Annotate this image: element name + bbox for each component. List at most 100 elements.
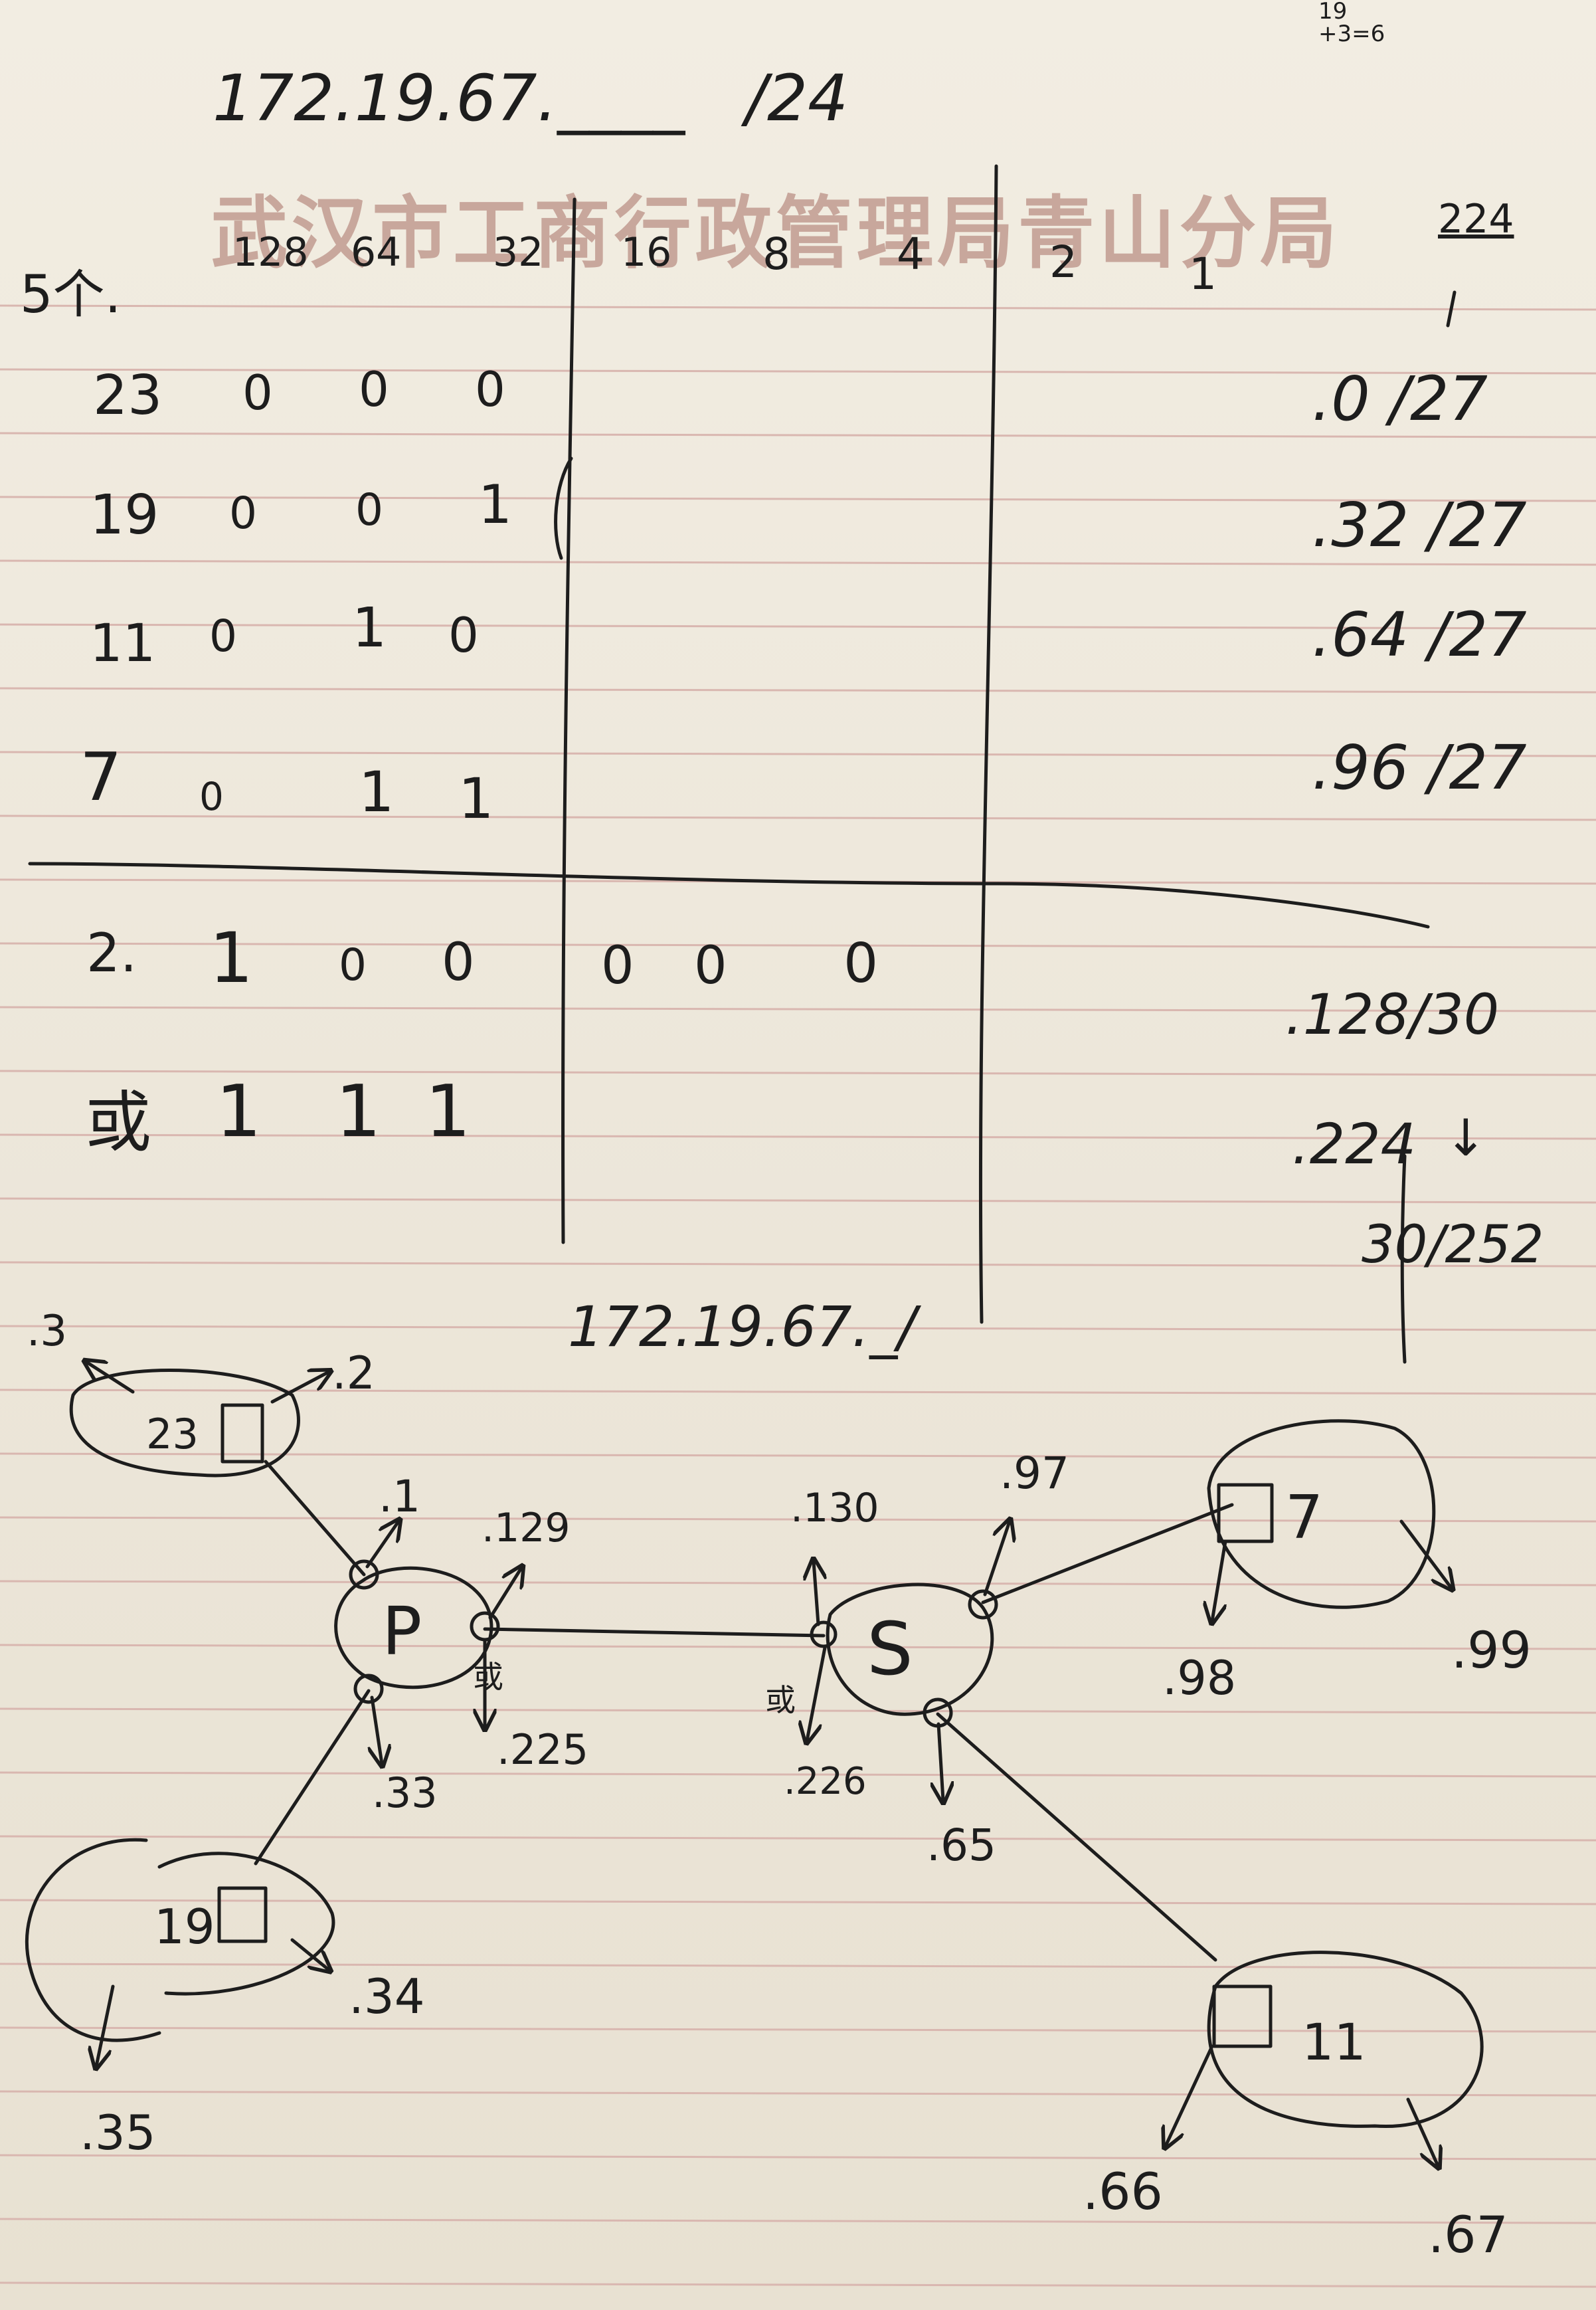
interface-port xyxy=(349,1559,379,1590)
ruled-line xyxy=(0,1261,1596,1268)
bit-cell: 0 xyxy=(242,365,273,421)
row-label-23: 23 xyxy=(93,364,163,427)
ruled-line xyxy=(0,1006,1596,1012)
bit-cell: 1 xyxy=(352,597,387,660)
bit-cell: 1 xyxy=(478,474,512,535)
ruled-line xyxy=(0,1389,1596,1395)
bit-cell: 0 xyxy=(339,939,367,991)
subnet-result: .0 /27 xyxy=(1312,363,1488,434)
network-7-ellipse xyxy=(1207,1419,1436,1609)
bit-header-32: 32 xyxy=(493,229,544,276)
link-p-s xyxy=(483,1627,826,1638)
mask-header: 224 xyxy=(1438,196,1514,242)
ruled-line xyxy=(0,559,1596,566)
arrow-if-129 xyxy=(488,1568,521,1620)
bit-cell: 1 xyxy=(458,766,494,831)
bit-cell: 1 xyxy=(209,917,254,999)
link-s-7 xyxy=(981,1503,1234,1604)
ruled-line xyxy=(0,1771,1596,1778)
blank-line: ____ xyxy=(557,61,685,136)
ruled-line xyxy=(0,432,1596,438)
host-label-3: .3 xyxy=(27,1307,67,1356)
arrow-if-33 xyxy=(372,1695,382,1764)
arrow-host-34 xyxy=(290,1938,329,1970)
host-label-66: .66 xyxy=(1083,2162,1163,2221)
bit-cell: 1 xyxy=(425,1070,471,1153)
ruled-line xyxy=(0,1133,1596,1140)
table-separator xyxy=(28,862,1430,929)
ruled-line xyxy=(0,942,1596,949)
subnet-result: .96 /27 xyxy=(1312,732,1527,803)
row-label-7: 7 xyxy=(80,738,122,816)
host-label-67: .67 xyxy=(1428,2205,1508,2264)
ruled-line xyxy=(0,1580,1596,1587)
ruled-line xyxy=(0,815,1596,821)
host-label-35: .35 xyxy=(80,2105,156,2161)
host-label-34: .34 xyxy=(349,1969,425,2024)
bit-header-1: 1 xyxy=(1189,248,1217,300)
bit-cell: 0 xyxy=(355,484,383,535)
bit-header-2: 2 xyxy=(1049,237,1077,288)
interface-label-225: .225 xyxy=(497,1725,588,1774)
ruled-line xyxy=(0,1197,1596,1204)
host-label-2: .2 xyxy=(332,1347,375,1400)
bit-cell: 0 xyxy=(229,488,257,539)
ruled-line xyxy=(0,1707,1596,1714)
ruled-line xyxy=(0,751,1596,757)
arrow-if-130 xyxy=(814,1561,818,1626)
bit-cell: 1 xyxy=(359,759,395,824)
table-divider-3 xyxy=(1400,1154,1407,1364)
router-p-label: P xyxy=(382,1592,422,1670)
subnet-result: .64 /27 xyxy=(1312,599,1527,670)
network-11-ellipse xyxy=(1207,1951,1484,2128)
network-address: 172.19.67. xyxy=(213,61,558,136)
ruled-line xyxy=(0,1835,1596,1842)
alt-mark-p: 或 xyxy=(473,1659,503,1695)
arrow-host-67 xyxy=(1406,2097,1438,2166)
ruled-line xyxy=(0,1516,1596,1523)
ruled-line xyxy=(0,2218,1596,2224)
bit-cell: 0 xyxy=(442,933,475,993)
arrow-host-98 xyxy=(1212,1539,1227,1621)
row-label-alt: 或 xyxy=(85,1084,151,1161)
row-label-11: 11 xyxy=(90,614,156,674)
interface-label-65: .65 xyxy=(927,1820,996,1871)
ruled-line xyxy=(0,2090,1596,2097)
bit-cell: 0 xyxy=(448,607,479,663)
arrow-if-65 xyxy=(938,1722,943,1800)
p2p-alt-result: .224 xyxy=(1292,1111,1417,1177)
interface-label-1: .1 xyxy=(379,1471,420,1522)
router-s-label: S xyxy=(867,1606,913,1691)
interface-label-130: .130 xyxy=(790,1485,879,1531)
interface-label-33: .33 xyxy=(372,1769,438,1817)
ruled-line xyxy=(0,2281,1596,2288)
network-23-label: 23 xyxy=(146,1410,199,1458)
interface-port xyxy=(353,1674,384,1704)
arrow-host-35 xyxy=(96,1984,115,2066)
host-7-icon xyxy=(1217,1483,1274,1543)
ruled-line xyxy=(0,687,1596,694)
ruled-line xyxy=(0,496,1596,502)
ruled-line xyxy=(0,368,1596,375)
host-19-icon xyxy=(217,1886,268,1943)
ruled-line xyxy=(0,1644,1596,1650)
interface-label-226: .226 xyxy=(784,1760,867,1803)
interface-port xyxy=(968,1589,998,1620)
ruled-line xyxy=(0,304,1596,311)
interface-label-97: .97 xyxy=(1000,1448,1069,1499)
link-p-19 xyxy=(254,1689,371,1866)
host-23-icon xyxy=(221,1403,264,1464)
network-prefix: /24 xyxy=(745,61,849,136)
alt-mark-s: 或 xyxy=(765,1682,796,1718)
office-stamp-watermark: 武汉市工商行政管理局青山分局 xyxy=(211,187,1341,279)
ruled-line xyxy=(0,1452,1596,1459)
bit-cell: 0 xyxy=(209,611,237,662)
row-label-header: 5个. xyxy=(20,265,122,325)
bit-cell: 0 xyxy=(475,361,505,417)
router-s-shape xyxy=(826,1583,994,1716)
arrow-if-1 xyxy=(365,1521,399,1569)
row-label-2: 2. xyxy=(86,922,137,984)
router-p-shape xyxy=(334,1566,493,1689)
